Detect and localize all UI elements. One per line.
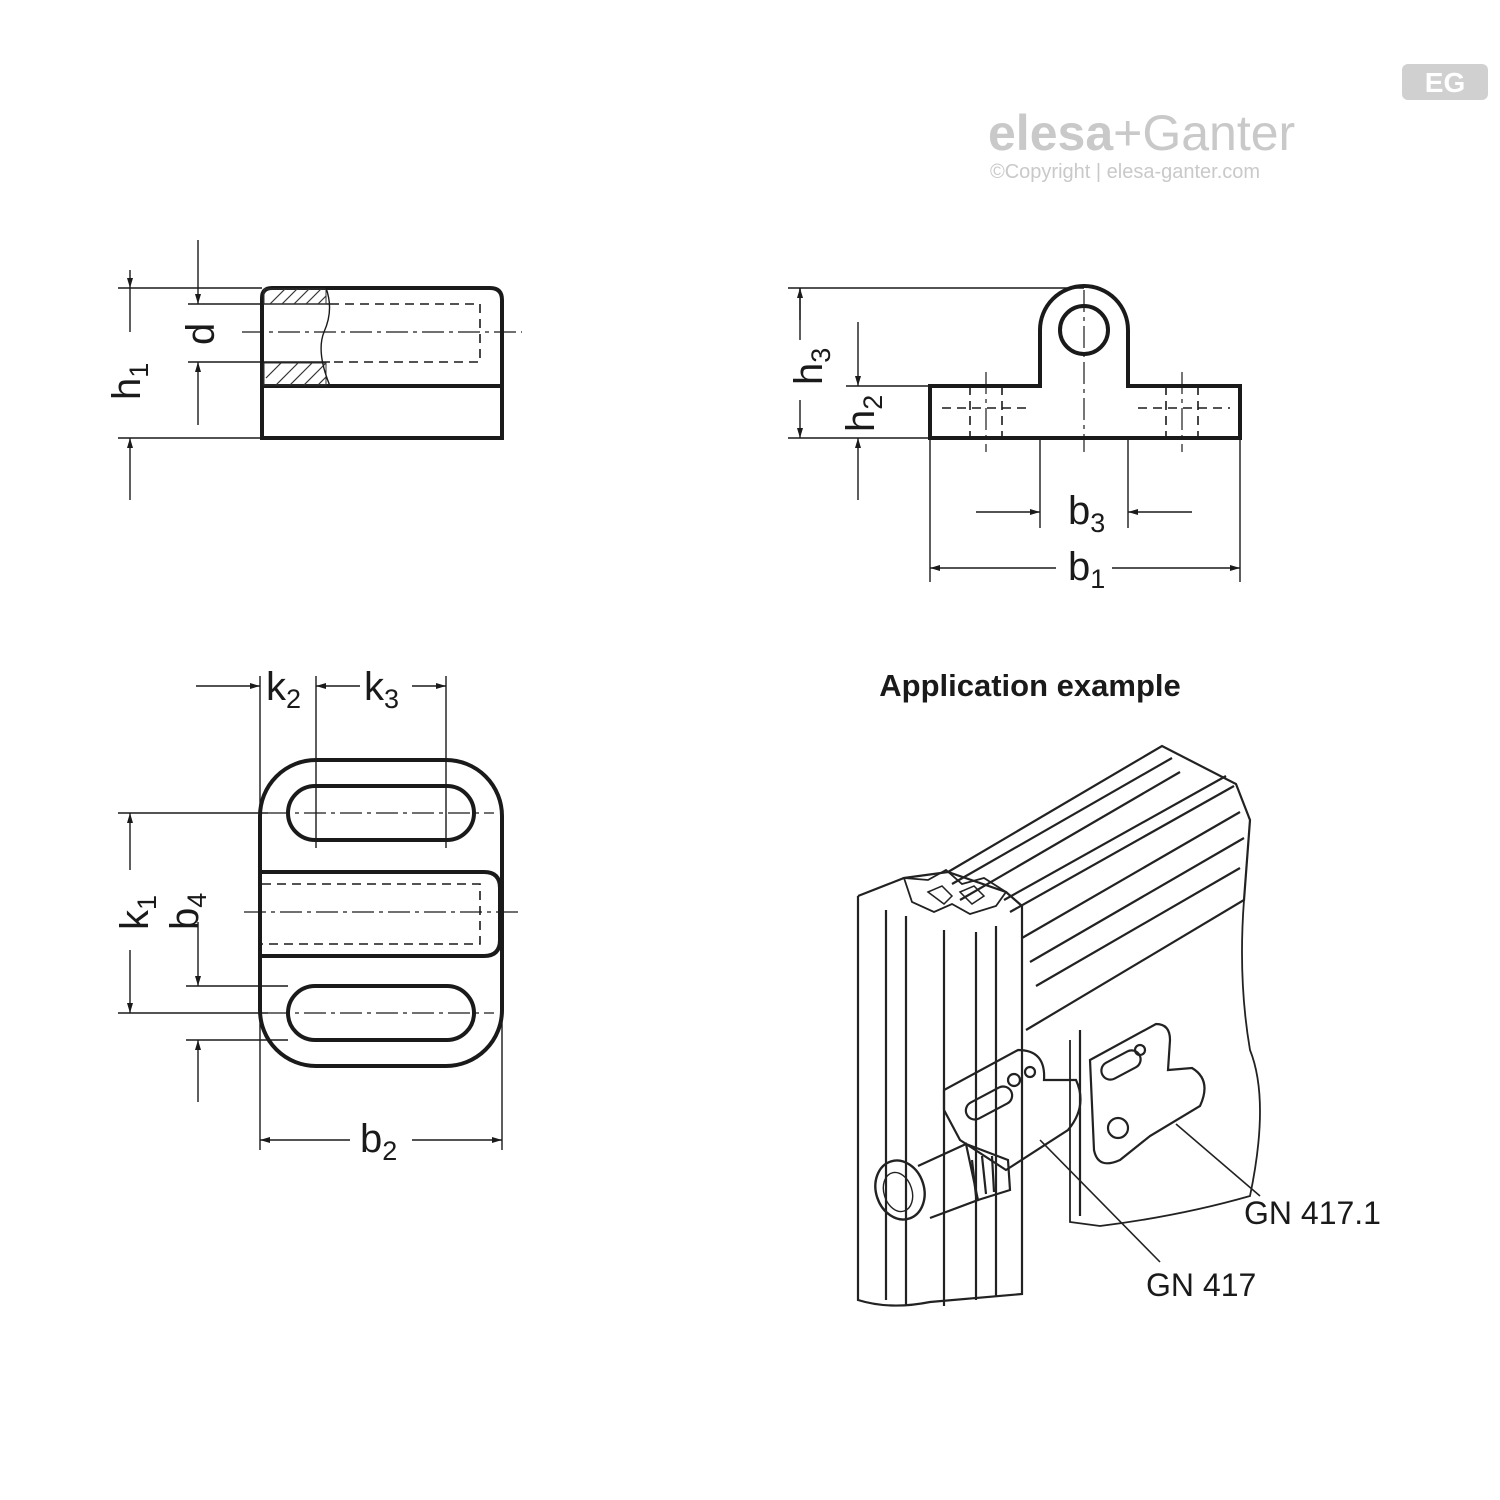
logo-badge: [1402, 64, 1488, 100]
dim-k2: k2: [266, 665, 301, 714]
top-view: k2 k3 k1 b4 b2: [113, 665, 520, 1166]
dim-h3: h3: [787, 348, 836, 385]
dim-k1: k1: [113, 895, 162, 930]
front-view: h3 h2 b3 b1: [787, 284, 1242, 594]
elesa-ganter-logo: EG elesa+Ganter ©Copyright | elesa-gante…: [988, 64, 1488, 183]
side-view: h1 d: [105, 240, 522, 500]
dim-b2: b2: [360, 1117, 397, 1166]
vertical-profile: [856, 896, 1024, 1307]
dim-h1: h1: [105, 363, 154, 400]
application-title: Application example: [879, 668, 1180, 703]
hidden-bore: [330, 303, 481, 363]
front-view-outline: [928, 284, 1242, 440]
leader-gn417-1: [1175, 1123, 1261, 1197]
dim-b1: b1: [1068, 545, 1105, 594]
top-view-outline: [258, 758, 504, 1068]
dim-b3: b3: [1068, 489, 1105, 538]
logo-copyright: ©Copyright | elesa-ganter.com: [990, 161, 1260, 183]
gn417-1-bracket: [1088, 1022, 1206, 1165]
horizontal-profile: [947, 744, 1252, 1031]
gn417-plunger: [942, 1048, 1082, 1172]
dim-d: d: [179, 323, 223, 345]
panel: [1069, 899, 1261, 1227]
hidden-bore-top: [262, 883, 481, 945]
dim-k3: k3: [364, 665, 399, 714]
logo-badge-text: EG: [1425, 67, 1465, 98]
application-illustration: [856, 744, 1261, 1307]
label-gn417-1: GN 417.1: [1244, 1195, 1381, 1231]
dim-b4: b4: [163, 893, 212, 930]
middle-bearing: [262, 870, 502, 958]
hidden-mount-holes: [942, 386, 1230, 438]
leader-gn417: [1039, 1139, 1161, 1263]
logo-brand: elesa+Ganter: [988, 105, 1295, 161]
side-view-outline: [260, 286, 504, 440]
label-gn417: GN 417: [1146, 1267, 1256, 1303]
dim-h2: h2: [839, 395, 888, 432]
plunger-knob: [874, 1159, 926, 1221]
